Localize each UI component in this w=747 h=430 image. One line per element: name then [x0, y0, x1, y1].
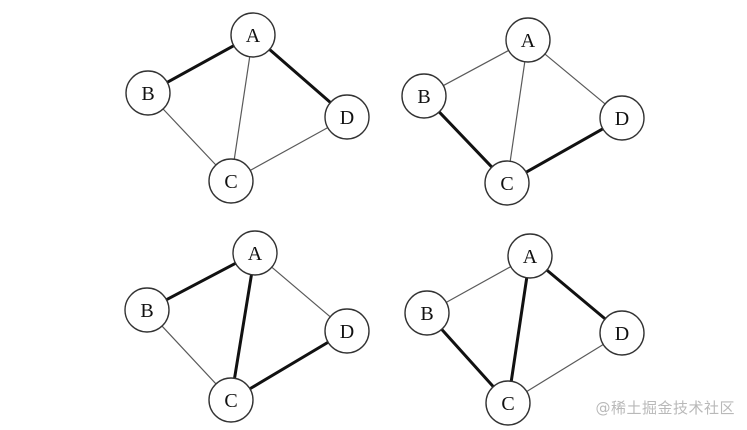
node-circle	[599, 310, 645, 356]
node-label: A	[521, 30, 536, 52]
node-a: A	[507, 233, 553, 279]
node-label: B	[420, 303, 433, 325]
node-label: D	[340, 107, 354, 129]
node-label: A	[246, 25, 261, 47]
node-circle	[485, 380, 531, 426]
node-a: A	[232, 230, 278, 276]
node-circle	[324, 308, 370, 354]
node-circle	[232, 230, 278, 276]
node-label: C	[501, 393, 514, 415]
node-circle	[124, 287, 170, 333]
node-circle	[324, 94, 370, 140]
edge-a-d	[545, 268, 607, 321]
node-circle	[484, 160, 530, 206]
edge-b-c	[162, 108, 217, 166]
edge-a-c	[509, 61, 526, 162]
node-c: C	[208, 158, 254, 204]
node-circle	[599, 95, 645, 141]
edge-a-d	[271, 266, 331, 318]
edge-a-c	[233, 56, 251, 160]
edge-a-d	[268, 47, 332, 105]
node-b: B	[124, 287, 170, 333]
graph-2: A B C D	[401, 17, 645, 206]
node-a: A	[505, 17, 551, 63]
node-label: A	[248, 243, 263, 265]
edge-b-a	[164, 261, 238, 302]
node-circle	[125, 70, 171, 116]
edge-b-c	[161, 325, 217, 385]
node-label: B	[417, 86, 430, 108]
node-c: C	[484, 160, 530, 206]
edge-a-c	[509, 276, 529, 383]
node-label: D	[340, 321, 354, 343]
edge-c-d	[526, 343, 604, 393]
node-a: A	[230, 12, 276, 58]
node-label: A	[523, 246, 538, 268]
node-label: B	[141, 83, 154, 105]
edge-c-d	[249, 127, 329, 171]
edge-c-d	[248, 340, 330, 391]
node-circle	[505, 17, 551, 63]
node-circle	[208, 377, 254, 423]
node-c: C	[485, 380, 531, 426]
node-c: C	[208, 377, 254, 423]
node-label: B	[140, 300, 153, 322]
node-circle	[507, 233, 553, 279]
node-circle	[208, 158, 254, 204]
node-d: D	[324, 308, 370, 354]
node-d: D	[324, 94, 370, 140]
edge-a-c	[233, 273, 253, 380]
graph-4: A B C D	[404, 233, 645, 426]
edge-b-a	[442, 49, 510, 87]
edge-a-d	[544, 53, 606, 105]
node-d: D	[599, 310, 645, 356]
node-circle	[230, 12, 276, 58]
node-label: C	[224, 390, 237, 412]
edge-b-a	[165, 44, 236, 84]
node-circle	[404, 290, 450, 336]
node-b: B	[404, 290, 450, 336]
node-b: B	[125, 70, 171, 116]
edge-b-c	[437, 110, 494, 169]
watermark: @稀土掘金技术社区	[595, 399, 735, 417]
edge-c-d	[524, 127, 605, 174]
graph-3: A B C D	[124, 230, 370, 423]
node-label: C	[500, 173, 513, 195]
node-d: D	[599, 95, 645, 141]
node-label: C	[224, 171, 237, 193]
node-b: B	[401, 73, 447, 119]
node-label: D	[615, 323, 629, 345]
edge-b-c	[440, 327, 495, 389]
graph-1: A B C D	[125, 12, 370, 204]
edge-b-a	[445, 266, 512, 303]
node-circle	[401, 73, 447, 119]
node-label: D	[615, 108, 629, 130]
